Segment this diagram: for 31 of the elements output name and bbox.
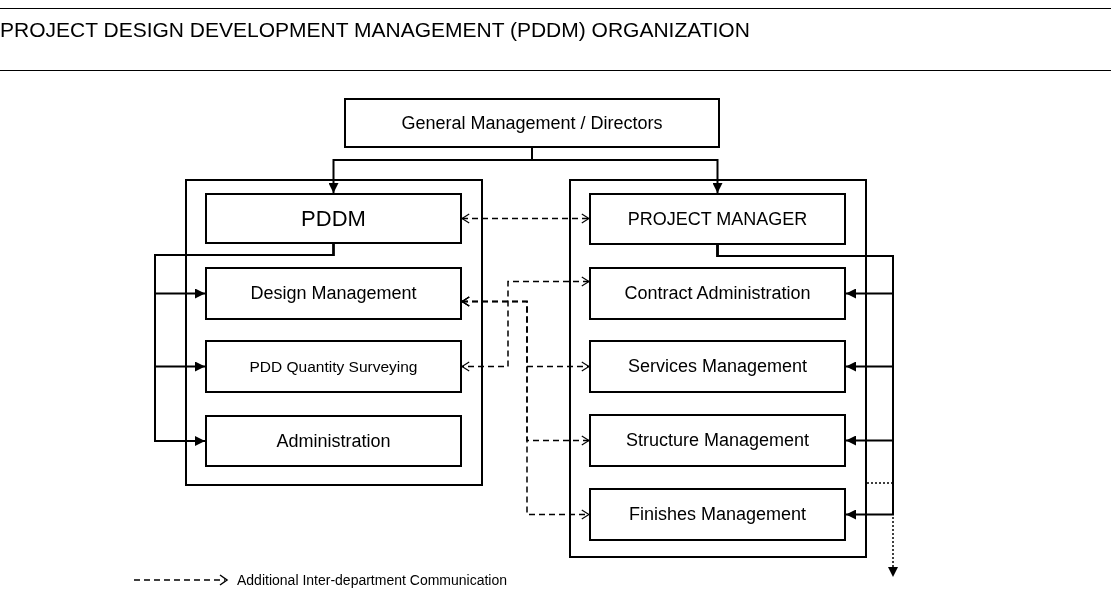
dashed-arrow [461,296,590,520]
dashed-arrow [461,213,590,224]
position-label: Contract Administration [624,283,811,304]
reporting-arrow [716,244,894,520]
position-label: General Management / Directors [401,112,663,134]
legend-text: Additional Inter-department Communication [237,572,508,588]
position-box [589,193,846,245]
position-box [205,193,462,244]
department-frame [569,179,867,558]
position-box [205,267,462,320]
position-label: Structure Management [625,430,810,451]
position-box [589,340,846,393]
position-label: Design Management [250,283,417,304]
position-label: Finishes Management [628,504,807,525]
reporting-arrow [531,147,723,194]
department-frame [185,179,483,486]
position-box [589,414,846,467]
position-box [205,415,462,467]
position-box [344,98,720,148]
dashed-arrow [461,276,590,372]
position-box [589,267,846,320]
position-label: Services Management [627,356,808,377]
position-label: PDD Quantity Surveying [249,357,418,376]
position-box [205,340,462,393]
continuation-arrow [866,482,898,578]
position-box [589,488,846,541]
position-label: PDDM [301,205,366,232]
reporting-arrow [154,243,335,446]
title: PROJECT DESIGN DEVELOPMENT MANAGEMENT (PDDM) ORGANIZATION [0,18,750,42]
position-label: PROJECT MANAGER [627,208,808,230]
position-label: Administration [276,430,391,452]
